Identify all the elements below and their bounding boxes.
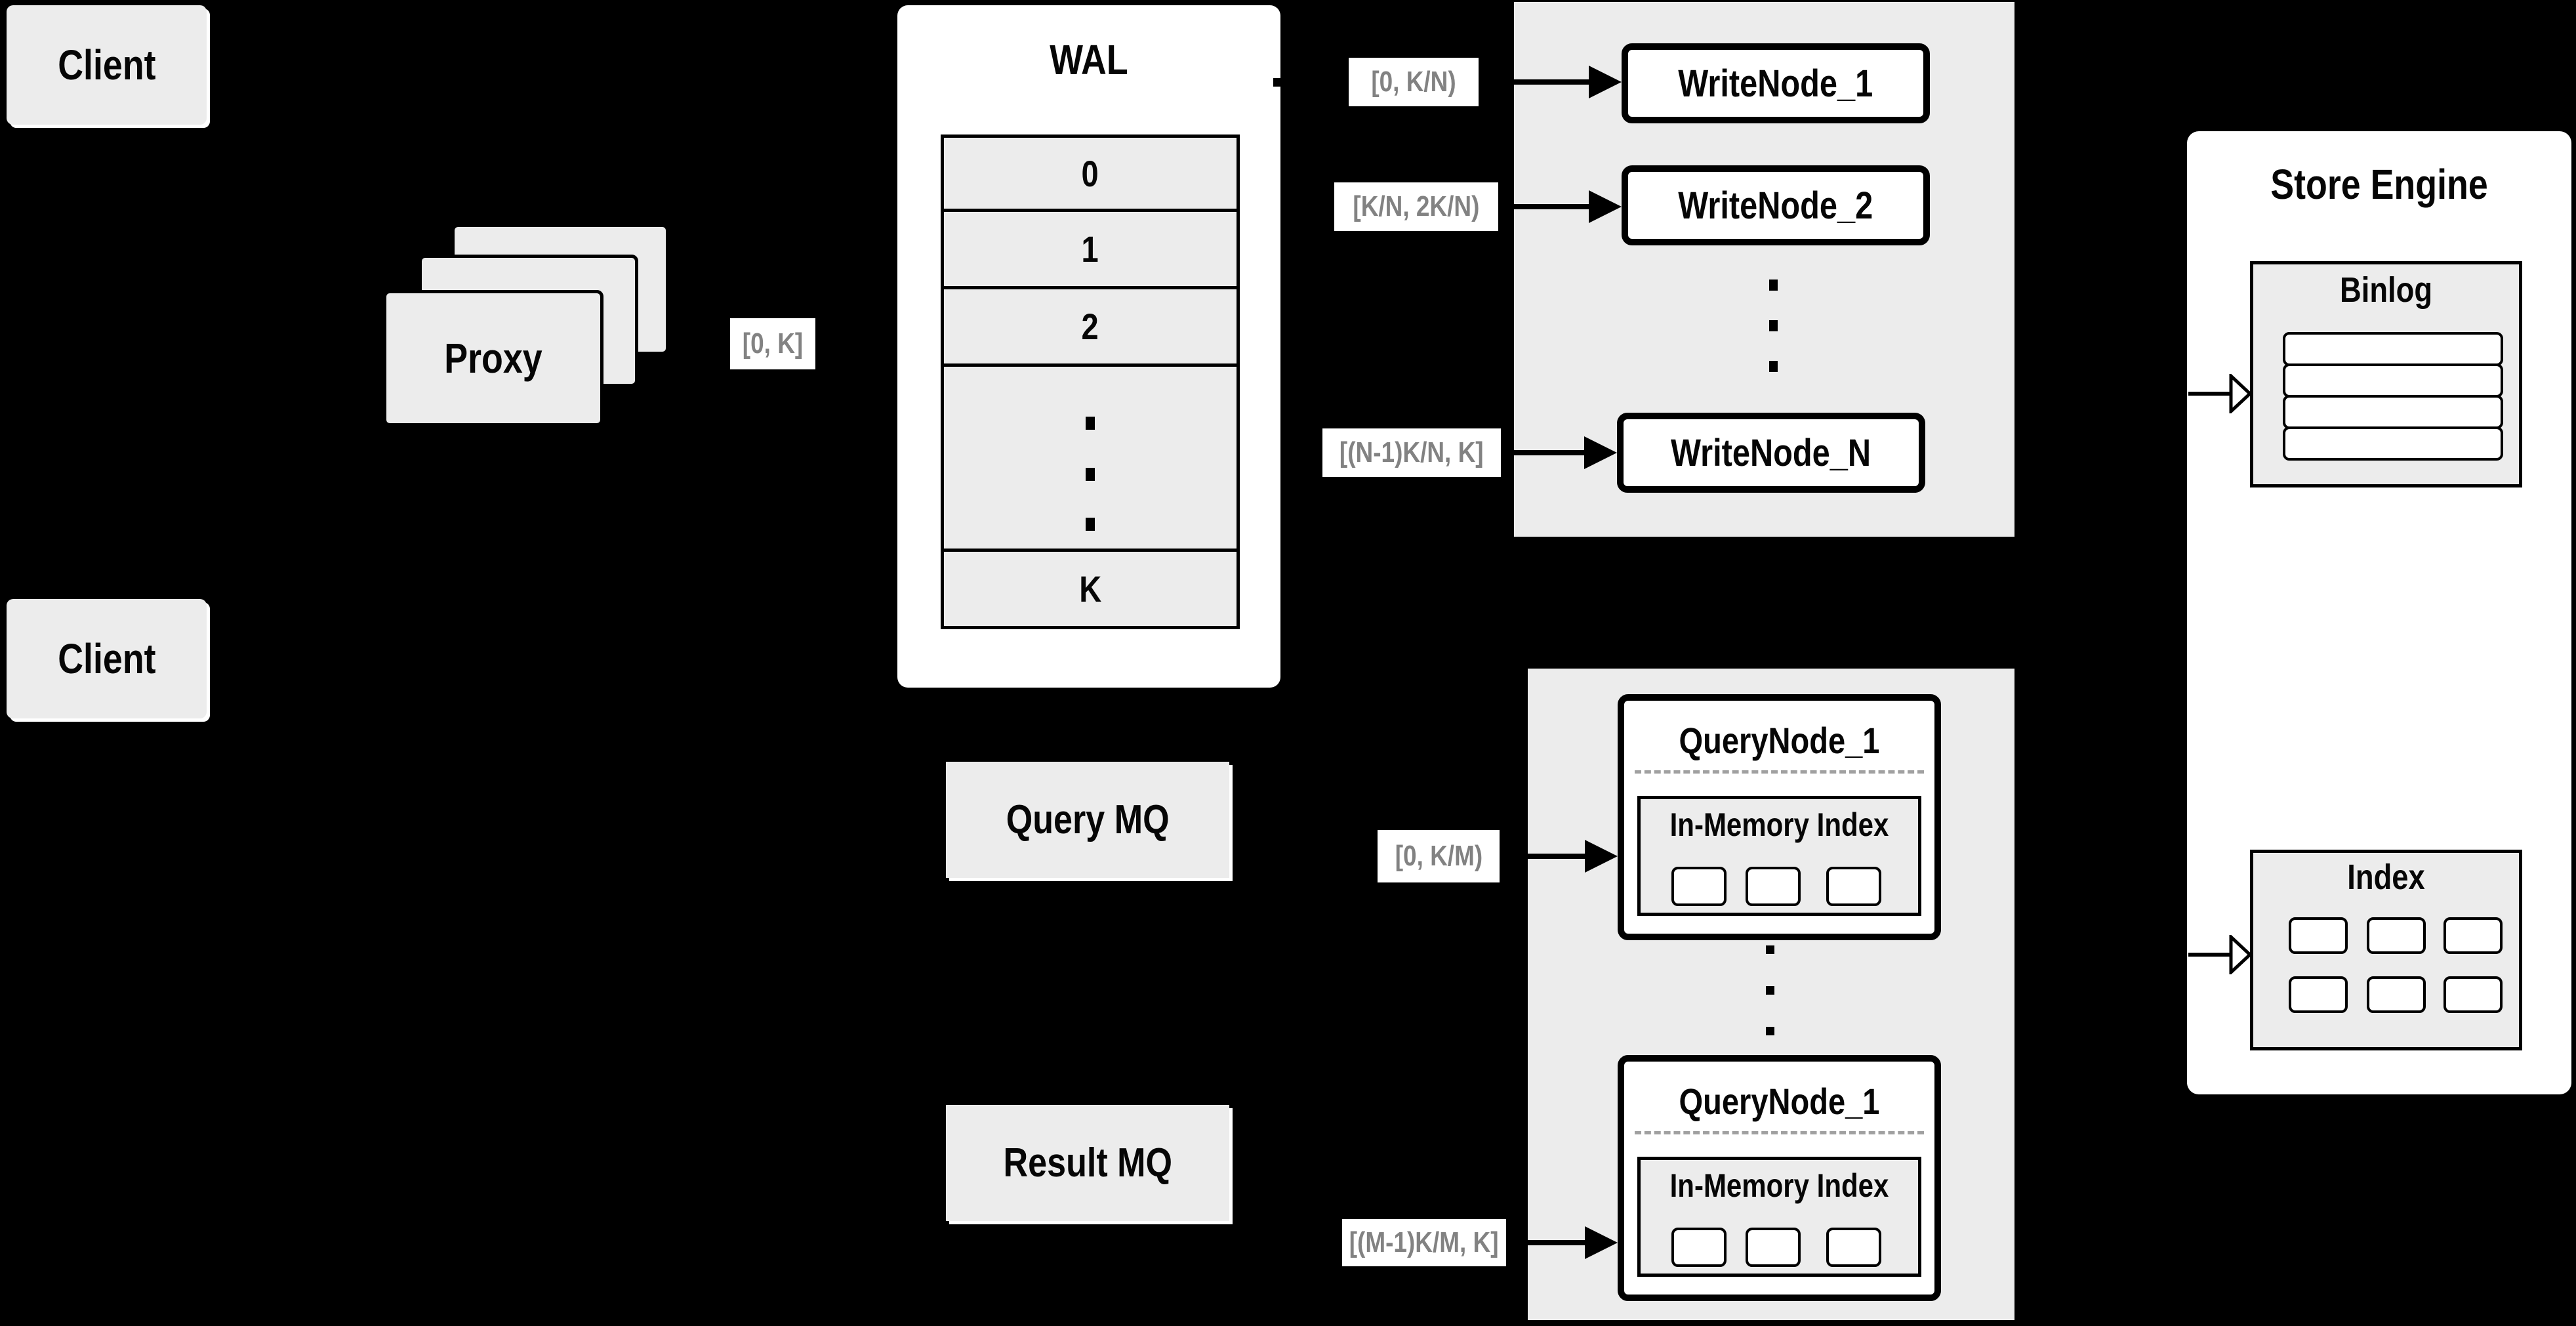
index-title: Index xyxy=(2347,858,2425,897)
in-memory-index-box: In-Memory Index xyxy=(1637,796,1921,916)
binlog-row-icon xyxy=(2283,363,2503,398)
query-range-label-box-1: [0, K/M) xyxy=(1378,830,1500,882)
ellipsis-dot-icon xyxy=(1769,361,1778,372)
index-file-icon xyxy=(2443,917,2503,954)
query-node-1-box: QueryNode_1 In-Memory Index xyxy=(1618,694,1941,940)
index-file-icon xyxy=(2289,976,2348,1013)
proxy-label: Proxy xyxy=(444,335,542,382)
arrow-right-icon xyxy=(1589,190,1622,223)
ellipsis-dot-icon xyxy=(1766,945,1774,954)
wal-segment-k: K xyxy=(1079,568,1101,610)
wal-segment-0: 0 xyxy=(1081,152,1099,194)
dashed-divider xyxy=(1635,1131,1924,1134)
binlog-title: Binlog xyxy=(2339,270,2433,310)
index-file-icon xyxy=(2443,976,2503,1013)
binlog-row-icon xyxy=(2283,426,2503,461)
write-node-2-label: WriteNode_2 xyxy=(1678,184,1873,227)
wal-segment-table: 0 1 2 K xyxy=(941,135,1240,629)
query-node-2-label: QueryNode_1 xyxy=(1679,1081,1880,1122)
index-box: Index xyxy=(2250,850,2522,1050)
client-bottom-box: Client xyxy=(7,599,207,718)
in-memory-index-box: In-Memory Index xyxy=(1637,1157,1921,1277)
query-range-label-1: [0, K/M) xyxy=(1395,840,1482,872)
in-memory-index-label: In-Memory Index xyxy=(1669,1167,1889,1204)
binlog-rows xyxy=(2283,332,2503,461)
dashed-divider xyxy=(1635,770,1924,774)
index-segment-icon xyxy=(1746,867,1801,906)
client-bottom-label: Client xyxy=(57,635,156,682)
arrow-right-icon xyxy=(1585,1226,1618,1259)
index-segment-icon xyxy=(1746,1228,1801,1267)
binlog-row-icon xyxy=(2283,332,2503,366)
ellipsis-dot-icon xyxy=(1769,320,1778,331)
wal-segment-row: K xyxy=(941,549,1240,629)
proxy-range-label-box: [0, K] xyxy=(730,318,815,369)
query-range-label-box-2: [(M-1)K/M, K] xyxy=(1342,1219,1506,1266)
store-engine-container: Store Engine Binlog Index xyxy=(2187,131,2571,1094)
write-range-label-2: [K/N, 2K/N) xyxy=(1353,190,1480,222)
wal-title: WAL xyxy=(1050,36,1128,83)
write-range-label-box-1: [0, K/N) xyxy=(1349,58,1479,106)
index-segment-icon xyxy=(1826,867,1881,906)
wal-segment-row: 0 xyxy=(941,135,1240,212)
wal-container: WAL 0 1 2 K xyxy=(897,5,1280,688)
index-segment-icon xyxy=(1826,1228,1881,1267)
write-range-label-box-3: [(N-1)K/N, K] xyxy=(1322,428,1501,477)
write-node-1-label: WriteNode_1 xyxy=(1678,62,1873,105)
ellipsis-dot-icon xyxy=(1766,1027,1774,1035)
write-range-label-3: [(N-1)K/N, K] xyxy=(1339,436,1484,468)
write-range-label-box-2: [K/N, 2K/N) xyxy=(1334,182,1498,231)
proxy-range-label: [0, K] xyxy=(742,327,804,360)
arrow-right-icon xyxy=(1589,66,1622,98)
result-mq-box: Result MQ xyxy=(946,1105,1229,1221)
wal-segment-2: 2 xyxy=(1081,306,1099,347)
query-node-1-label: QueryNode_1 xyxy=(1679,720,1880,761)
store-engine-title: Store Engine xyxy=(2270,161,2488,208)
ellipsis-dot-icon xyxy=(1086,468,1095,481)
index-segment-icon xyxy=(1671,1228,1727,1267)
query-mq-box: Query MQ xyxy=(946,762,1229,878)
write-node-1-box: WriteNode_1 xyxy=(1622,43,1930,123)
client-top-label: Client xyxy=(57,41,156,89)
hollow-arrow-right-icon xyxy=(2229,935,2253,974)
arrow-line xyxy=(1503,450,1584,455)
write-range-label-1: [0, K/N) xyxy=(1371,66,1456,98)
wal-gap-row xyxy=(941,363,1240,552)
wal-segment-1: 1 xyxy=(1081,228,1099,270)
arrow-line xyxy=(2188,953,2230,957)
hollow-arrow-right-icon xyxy=(2229,374,2253,413)
arrow-right-icon xyxy=(1585,840,1618,873)
arrow-line xyxy=(1502,854,1585,859)
write-node-2-box: WriteNode_2 xyxy=(1622,165,1930,245)
index-file-icon xyxy=(2367,917,2426,954)
arrow-line xyxy=(1481,79,1589,85)
in-memory-index-label: In-Memory Index xyxy=(1669,806,1889,843)
index-file-icon xyxy=(2289,917,2348,954)
binlog-box: Binlog xyxy=(2250,261,2522,487)
proxy-box-front: Proxy xyxy=(383,290,603,426)
ellipsis-dot-icon xyxy=(1086,518,1095,531)
query-mq-label: Query MQ xyxy=(1006,797,1170,842)
result-mq-label: Result MQ xyxy=(1003,1140,1172,1186)
write-node-n-label: WriteNode_N xyxy=(1671,431,1871,474)
index-file-icon xyxy=(2367,976,2426,1013)
ellipsis-dot-icon xyxy=(1086,417,1095,430)
write-node-n-box: WriteNode_N xyxy=(1617,413,1925,493)
wal-segment-row: 2 xyxy=(941,286,1240,367)
binlog-row-icon xyxy=(2283,395,2503,429)
query-node-2-box: QueryNode_1 In-Memory Index xyxy=(1618,1055,1941,1301)
wal-segment-row: 1 xyxy=(941,209,1240,289)
arrow-line xyxy=(2188,392,2230,396)
arrow-right-icon xyxy=(1584,436,1617,469)
ellipsis-dot-icon xyxy=(1766,986,1774,995)
query-range-label-2: [(M-1)K/M, K] xyxy=(1349,1226,1499,1258)
ellipsis-dot-icon xyxy=(1769,280,1778,291)
wal-edge-tail xyxy=(1273,78,1280,87)
arrow-line xyxy=(1509,1240,1585,1245)
index-segment-icon xyxy=(1671,867,1727,906)
client-top-box: Client xyxy=(7,5,207,125)
arrow-line xyxy=(1501,204,1589,209)
